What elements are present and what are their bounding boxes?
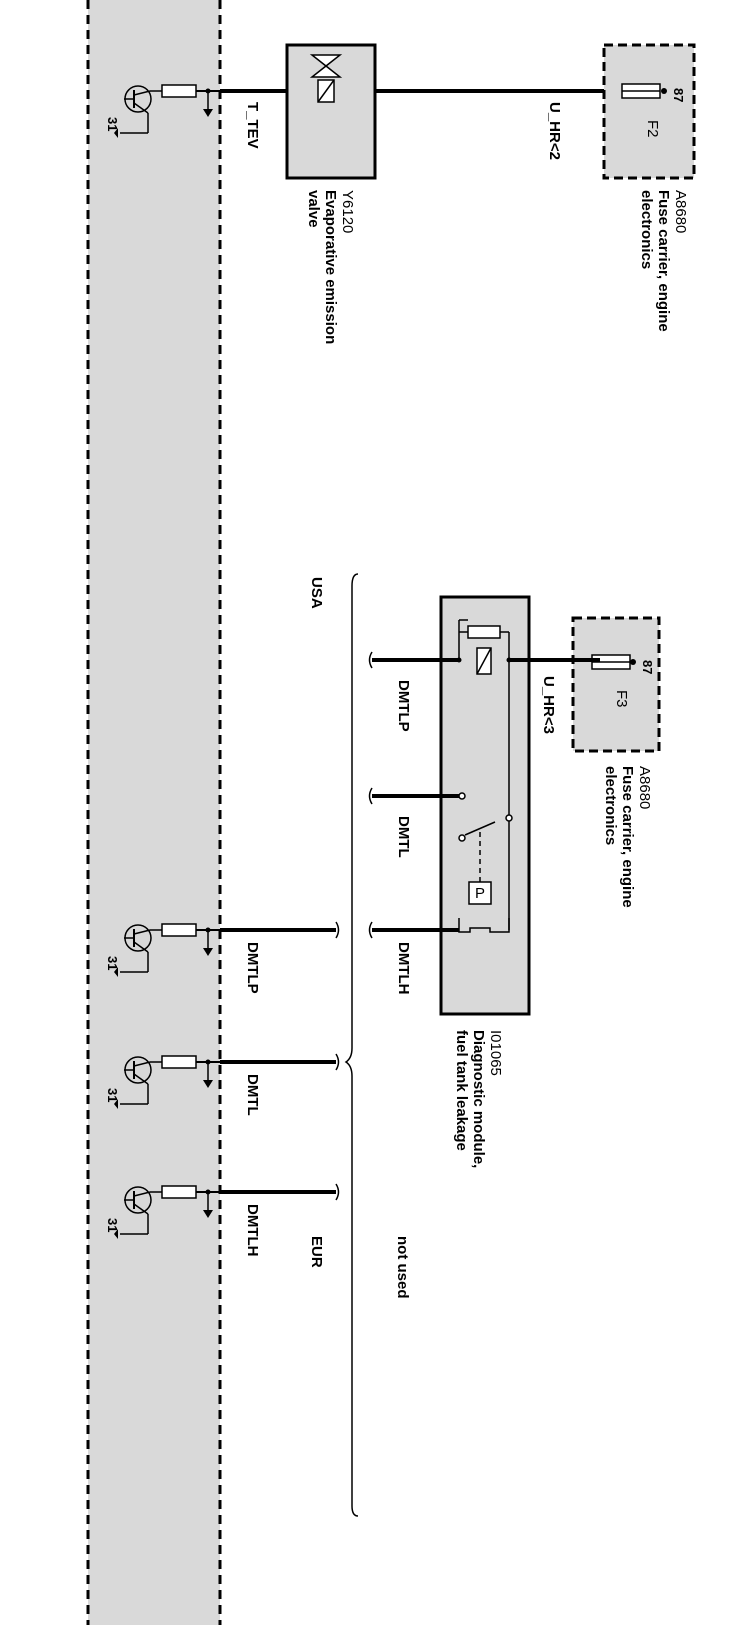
ecu-area [88, 0, 220, 1625]
fuse-f3-pin: 87 [640, 660, 655, 674]
module-pin-dmtl: DMTL [395, 816, 412, 858]
switch-blade-icon [464, 821, 496, 836]
variant-note-label: not used [394, 1236, 411, 1299]
ecu-drivers: 31 31 31 31 [105, 84, 220, 1239]
evap-valve-box [285, 43, 377, 180]
arrow-down-icon [203, 948, 213, 956]
fuse-f3-label: F3 [613, 690, 630, 708]
sensor-label: P [475, 885, 485, 902]
ecu-pin-dmtl: DMTL [244, 1074, 261, 1116]
arrow-down-icon [203, 1210, 213, 1218]
ground-label: 31 [105, 117, 120, 131]
resistor-icon [161, 1185, 197, 1199]
dmtl-module-name-1: Diagnostic module, [470, 1030, 487, 1168]
fuse-carrier-mid-id: A8680 [636, 766, 653, 809]
ground-label: 31 [105, 1218, 120, 1232]
fuse-carrier-mid-name-2: electronics [602, 766, 619, 845]
fuse-carrier-mid [571, 616, 661, 753]
fuse-carrier-top-name-1: Fuse carrier, engine [655, 190, 672, 332]
arrow-down-icon [203, 109, 213, 117]
switch-contact-icon [458, 834, 466, 842]
supply-label-u-hr2: U_HR<2 [546, 102, 563, 160]
solenoid-valve-icon [309, 54, 343, 103]
resistor-icon [161, 923, 197, 937]
dmtl-module-id: I01065 [487, 1030, 504, 1076]
fuse-carrier-top-name-2: electronics [638, 190, 655, 269]
dmtl-internal-circuit: P [456, 619, 513, 933]
ground-icon [114, 1229, 118, 1239]
fuse-carrier-mid-name-1: Fuse carrier, engine [619, 766, 636, 908]
transistor-driver: 31 [105, 923, 220, 977]
resistor-icon [161, 1055, 197, 1069]
fuse-f2-pin: 87 [671, 88, 686, 102]
valve-name-1: Evaporative emission [322, 190, 339, 344]
ground-label: 31 [105, 956, 120, 970]
valve-id: Y6120 [339, 190, 356, 233]
fuse-carrier-top [602, 43, 696, 180]
dmtl-module-name-2: fuel tank leakage [453, 1030, 470, 1151]
valve-name-2: valve [305, 190, 322, 228]
variant-brace [344, 573, 359, 1517]
resistor-icon [161, 84, 197, 98]
ground-icon [114, 128, 118, 138]
transistor-driver: 31 [105, 84, 220, 138]
pressure-sensor-icon [468, 881, 492, 905]
ground-icon [114, 967, 118, 977]
module-pin-dmtlp: DMTLP [395, 680, 412, 732]
signal-label-t-tev: T_TEV [244, 102, 261, 149]
port-icon [458, 918, 510, 933]
fuse-f2-icon [621, 83, 667, 99]
ground-label: 31 [105, 1088, 120, 1102]
resistor-icon [467, 625, 501, 639]
variant-eur-label: EUR [308, 1236, 325, 1268]
ground-icon [114, 1099, 118, 1109]
variant-usa-label: USA [308, 577, 325, 609]
transistor-driver: 31 [105, 1185, 220, 1239]
transistor-driver: 31 [105, 1055, 220, 1109]
ecu-pin-dmtlp: DMTLP [244, 942, 261, 994]
wire-break-marks [335, 651, 373, 1201]
arrow-down-icon [203, 1080, 213, 1088]
fuse-f2-label: F2 [644, 120, 661, 138]
fuse-carrier-top-id: A8680 [672, 190, 689, 233]
supply-label-u-hr3: U_HR<3 [540, 676, 557, 734]
module-pin-dmtlh: DMTLH [395, 942, 412, 995]
ecu-pin-dmtlh: DMTLH [244, 1204, 261, 1257]
